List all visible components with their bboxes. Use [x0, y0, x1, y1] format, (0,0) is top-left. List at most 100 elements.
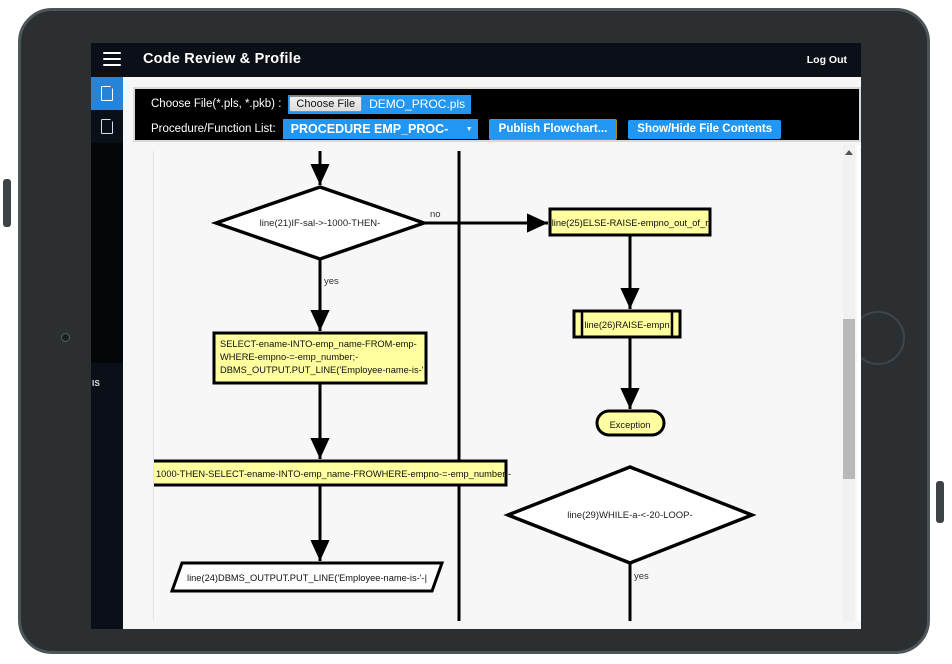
- code-line-number: 6.: [857, 232, 861, 244]
- device-button-left: [3, 179, 11, 227]
- code-line-number: 35.: [857, 586, 861, 598]
- code-line-number: 29.: [857, 512, 861, 524]
- flow-node-process-wide[interactable]: [154, 459, 508, 487]
- code-line-number: 24.: [857, 452, 861, 464]
- code-line-number: 0.: [857, 159, 861, 171]
- code-line-number: 32.: [857, 549, 861, 561]
- code-marker: --: [859, 145, 861, 157]
- code-line-number: 23.: [857, 439, 861, 451]
- file-label: Choose File(*.pls, *.pkb) :: [151, 98, 282, 110]
- sidebar-item-flowchart[interactable]: [91, 77, 123, 110]
- code-line: 24.DBMS_OUTPUT.P: [857, 452, 861, 464]
- show-hide-file-contents-button[interactable]: Show/Hide File Contents: [628, 119, 782, 139]
- flow-node-terminator-exception[interactable]: [595, 409, 666, 437]
- flow-node-decision-while29-label: line(29)WHILE-a-<-20-LOOP-: [567, 510, 692, 521]
- caret-up-icon[interactable]: [843, 146, 855, 158]
- sidebar-edge-label: IS: [92, 379, 101, 388]
- code-contents-panel[interactable]: -- 0.1.CREATE OR REPL2.PROCEDURE EMP_3.e…: [857, 145, 861, 621]
- code-line: 16.SELECT ename,: [857, 354, 861, 366]
- code-line: 7.emp_number :=: [857, 244, 861, 256]
- code-line: 21.IF sal > 1000: [857, 415, 861, 427]
- code-line: 26.RAISE empno_o: [857, 476, 861, 488]
- code-line: 3.emp_name VARCH: [857, 196, 861, 208]
- code-line-number: 4.: [857, 208, 861, 220]
- flowchart-canvas[interactable]: line(21)IF-sal->-1000-THEN- no yes SELEC…: [153, 151, 838, 621]
- code-line-number: 9.: [857, 269, 861, 281]
- choose-file-button[interactable]: Choose File: [289, 96, 363, 112]
- code-line-number: 20.: [857, 403, 861, 415]
- code-line-number: 34.: [857, 573, 861, 585]
- code-line-number: 22.: [857, 427, 861, 439]
- device-camera: [61, 333, 70, 342]
- code-line-number: 5.: [857, 220, 861, 232]
- sidebar-item-file[interactable]: [91, 110, 123, 143]
- flow-node-predefined-line26[interactable]: [572, 309, 682, 339]
- code-line: 6.BEGIN: [857, 232, 861, 244]
- code-line: 36.: [857, 598, 861, 610]
- page-title: Code Review & Profile: [143, 51, 302, 67]
- procedure-select[interactable]: PROCEDURE EMP_PROC- ▼: [282, 119, 478, 139]
- code-line-number: 1.: [857, 171, 861, 183]
- code-lines: 0.1.CREATE OR REPL2.PROCEDURE EMP_3.emp_…: [857, 159, 861, 610]
- document-icon: [101, 118, 114, 134]
- flowchart-scrollbar-thumb[interactable]: [843, 319, 855, 479]
- code-line-number: 11.: [857, 293, 861, 305]
- main-content: Choose File(*.pls, *.pkb) : Choose File …: [123, 77, 861, 629]
- sidebar: IS: [91, 77, 123, 629]
- code-line: 27.END IF;: [857, 488, 861, 500]
- flow-node-process-select[interactable]: [212, 331, 428, 385]
- code-line: 34.FOR i IN 1..v: [857, 573, 861, 585]
- code-line: 31.a := a + 1;: [857, 537, 861, 549]
- app-screen: Code Review & Profile Log Out IS Choose …: [91, 43, 861, 629]
- code-line-number: 31.: [857, 537, 861, 549]
- edge-label-yes-2: yes: [634, 571, 649, 582]
- file-name-value: DEMO_PROC.pls: [369, 97, 466, 111]
- publish-flowchart-button[interactable]: Publish Flowchart...: [488, 118, 618, 140]
- code-line: 1.CREATE OR REPL: [857, 171, 861, 183]
- hamburger-icon[interactable]: [103, 52, 121, 66]
- code-line-number: 13.: [857, 317, 861, 329]
- code-line: 28.: [857, 500, 861, 512]
- flow-node-decision-if21-label: line(21)IF-sal->-1000-THEN-: [260, 218, 381, 229]
- code-line-number: 16.: [857, 354, 861, 366]
- code-line: 22.SELECT ename: [857, 427, 861, 439]
- tablet-device-frame: Code Review & Profile Log Out IS Choose …: [3, 8, 944, 654]
- flow-node-io-line24[interactable]: [169, 561, 445, 593]
- flow-node-process-line25-label: line(25)ELSE-RAISE-empno_out_of_r: [552, 218, 709, 228]
- code-line: 32.END LOOP;: [857, 549, 861, 561]
- device-button-right: [936, 481, 944, 523]
- code-line-number: 30.: [857, 525, 861, 537]
- code-line: 15.: [857, 342, 861, 354]
- code-line-number: 28.: [857, 500, 861, 512]
- logout-button[interactable]: Log Out: [806, 54, 847, 66]
- code-line-number: 33.: [857, 561, 861, 573]
- code-line: 11.SELECT ename: [857, 293, 861, 305]
- flow-node-io-line24-label: line(24)DBMS_OUTPUT.PUT_LINE('Employee-n…: [187, 573, 427, 583]
- procedure-selected-value: PROCEDURE EMP_PROC-: [290, 122, 449, 136]
- code-line-number: 12.: [857, 305, 861, 317]
- flow-node-predefined-line26-label: line(26)RAISE-empn: [584, 320, 669, 330]
- code-line-number: 14.: [857, 330, 861, 342]
- code-line-number: 21.: [857, 415, 861, 427]
- code-line: 29.WHILE a < 20: [857, 512, 861, 524]
- code-line: 9.RAISE empno_ou: [857, 269, 861, 281]
- chevron-down-icon: ▼: [465, 125, 473, 133]
- code-line: 2.PROCEDURE EMP_: [857, 183, 861, 195]
- code-line-number: 25.: [857, 464, 861, 476]
- flow-node-process-line25[interactable]: [548, 207, 712, 237]
- code-line: 18.FROM emp: [857, 378, 861, 390]
- code-line: 13.DBMS_OUTPUT.P: [857, 317, 861, 329]
- flowchart-svg: line(21)IF-sal->-1000-THEN- no yes SELEC…: [154, 151, 757, 621]
- code-line-number: 15.: [857, 342, 861, 354]
- edge-label-no: no: [430, 209, 441, 220]
- code-line-number: 17.: [857, 366, 861, 378]
- file-input[interactable]: Choose File DEMO_PROC.pls: [288, 94, 472, 114]
- code-line-number: 3.: [857, 196, 861, 208]
- code-line: 19.WHERE sal>100: [857, 391, 861, 403]
- procedure-row: Procedure/Function List: PROCEDURE EMP_P…: [135, 117, 859, 141]
- procedure-label: Procedure/Function List:: [151, 123, 276, 135]
- code-line-number: 7.: [857, 244, 861, 256]
- code-line: 4.emp_number INT: [857, 208, 861, 220]
- code-line: 10.ELSE: [857, 281, 861, 293]
- sidebar-shade: [91, 143, 123, 363]
